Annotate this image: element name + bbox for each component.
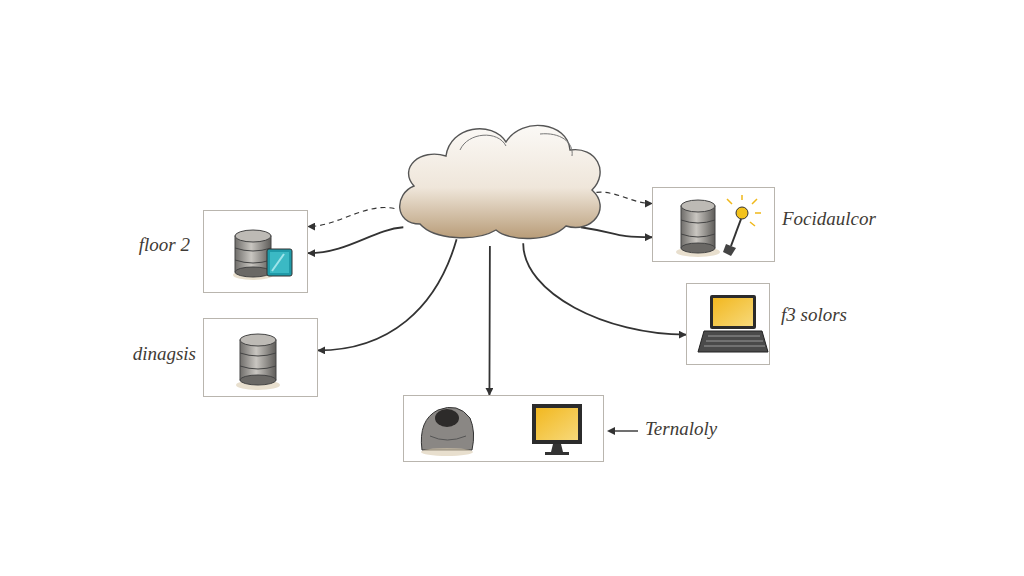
database-icon (676, 200, 720, 257)
arrow-connector (581, 227, 652, 237)
database-icon (233, 230, 292, 280)
node-label: f3 solors (781, 305, 847, 326)
storage-box: dinagsis (203, 318, 318, 397)
cloud-shape (390, 112, 612, 246)
storage-box: floor 2 (203, 210, 308, 293)
terminal-box: Ternaloly (403, 395, 604, 462)
dashed-connector (308, 208, 394, 227)
node-label: Ternaloly (645, 419, 717, 440)
arrow-connector (523, 243, 686, 334)
arrow-connector (489, 246, 491, 395)
node-label: Focidaulcor (782, 209, 876, 230)
hooded-figure-icon (421, 407, 474, 456)
leader-arrow (607, 427, 638, 435)
database-icon (236, 334, 280, 390)
arrow-connector (318, 239, 457, 350)
laptop-icon (698, 295, 768, 352)
monitor-icon (532, 404, 582, 455)
node-label: floor 2 (139, 235, 190, 256)
laptop-box: f3 solors (686, 283, 770, 365)
storage-box: Focidaulcor (652, 187, 775, 262)
arrow-connector (308, 227, 403, 253)
lightbulb-icon (723, 195, 761, 256)
node-label: dinagsis (133, 344, 196, 365)
cloud-outline (390, 112, 612, 246)
dashed-connector (596, 192, 652, 203)
